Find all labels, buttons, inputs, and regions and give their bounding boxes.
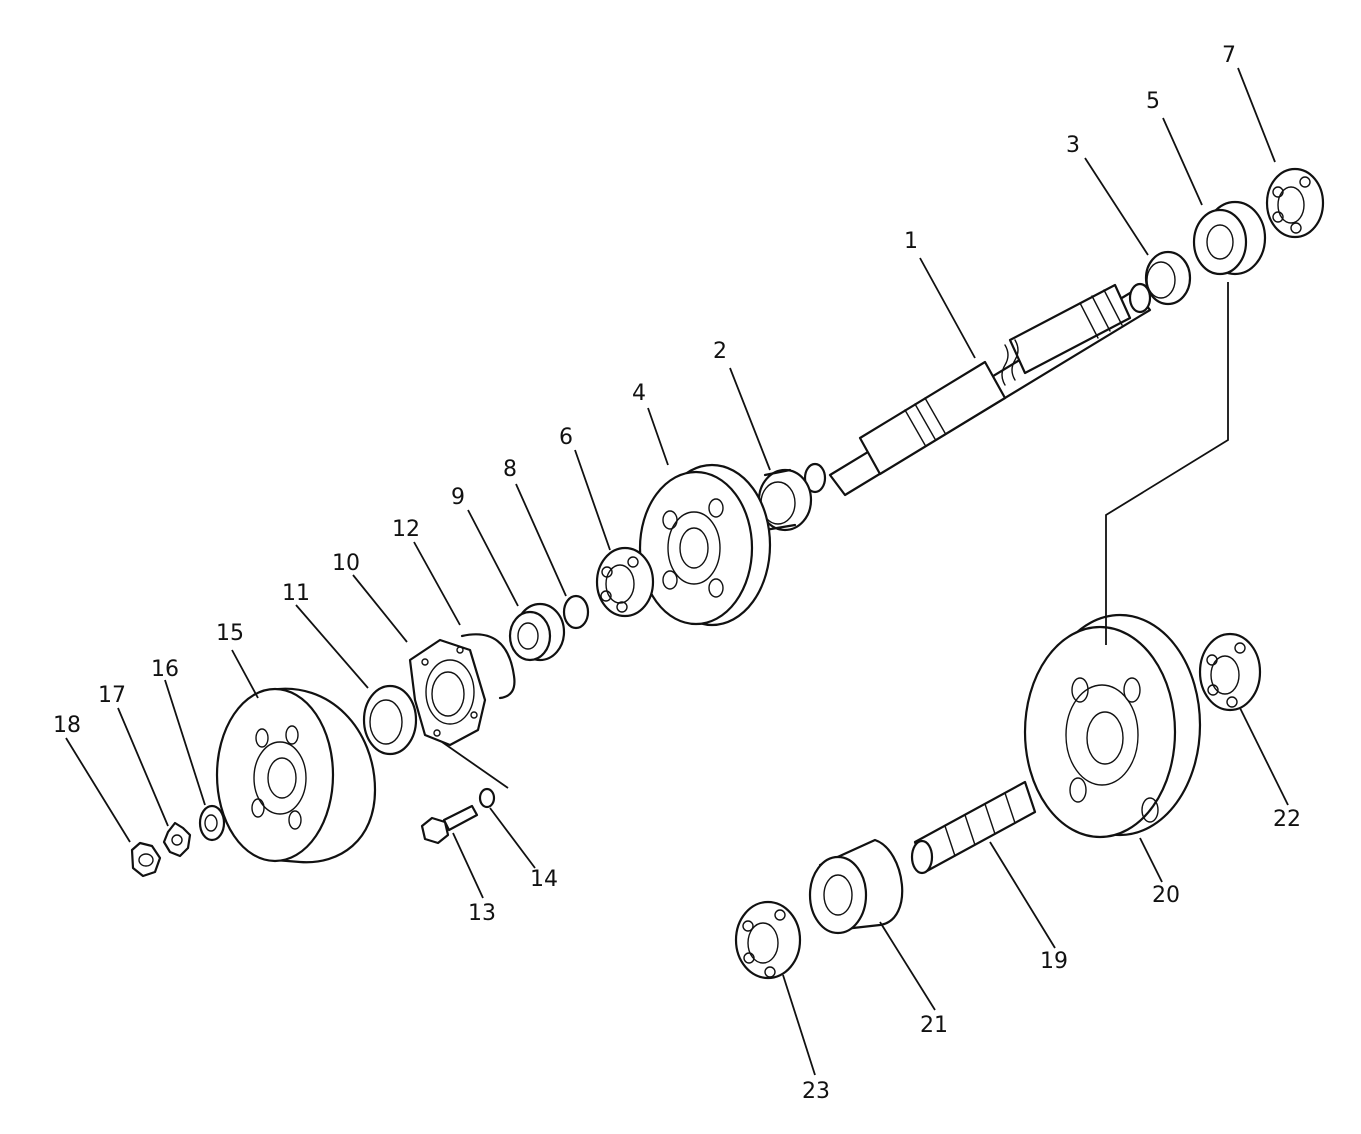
callout-20: 20	[1152, 883, 1180, 908]
part-3-bearing[interactable]	[1144, 250, 1192, 306]
part-11-seal[interactable]	[362, 684, 418, 756]
part-23-ball-bearing[interactable]	[734, 900, 802, 980]
callout-7: 7	[1222, 43, 1236, 68]
callout-18: 18	[53, 713, 81, 738]
part-18-nut[interactable]	[130, 841, 162, 878]
callout-4: 4	[632, 381, 646, 406]
part-7-ball-bearing[interactable]	[1265, 167, 1325, 239]
part-4-gear[interactable]	[638, 463, 772, 627]
callout-3: 3	[1066, 133, 1080, 158]
callout-16: 16	[151, 657, 179, 682]
part-13-bolt[interactable]	[420, 804, 479, 845]
callout-14: 14	[530, 867, 558, 892]
callout-11: 11	[282, 581, 310, 606]
part-12-snap-ring[interactable]	[460, 633, 516, 700]
part-1-shaft[interactable]	[803, 282, 1152, 497]
part-17-nut[interactable]	[162, 821, 192, 858]
callout-8: 8	[503, 457, 517, 482]
callout-21: 21	[920, 1013, 948, 1038]
assembly-connector-line	[1105, 282, 1229, 645]
callout-15: 15	[216, 621, 244, 646]
callout-12: 12	[392, 517, 420, 542]
part-14-washer[interactable]	[478, 787, 496, 809]
part-19-spline-shaft[interactable]	[910, 780, 1037, 875]
callout-6: 6	[559, 425, 573, 450]
part-15-hub[interactable]	[215, 687, 377, 864]
callout-10: 10	[332, 551, 360, 576]
part-22-ball-bearing[interactable]	[1198, 632, 1262, 712]
part-20-gear[interactable]	[1023, 613, 1202, 839]
part-8-o-ring[interactable]	[562, 594, 590, 630]
part-6-ball-bearing[interactable]	[595, 546, 655, 618]
callout-17: 17	[98, 683, 126, 708]
callout-labels: 1 2 3 4 5 6 7 8 9 10 11 12 13 14 15 16 1…	[53, 43, 1301, 1104]
leader-lines	[65, 67, 1289, 1076]
callout-23: 23	[802, 1079, 830, 1104]
part-5-bearing[interactable]	[1192, 200, 1267, 276]
callout-9: 9	[451, 485, 465, 510]
callout-22: 22	[1273, 807, 1301, 832]
part-9-bearing[interactable]	[508, 602, 566, 662]
part-21-bearing[interactable]	[808, 838, 904, 935]
callout-1: 1	[904, 229, 918, 254]
callout-13: 13	[468, 901, 496, 926]
callout-19: 19	[1040, 949, 1068, 974]
part-16-washer[interactable]	[198, 804, 226, 842]
part-10-cover[interactable]	[408, 638, 509, 789]
callout-5: 5	[1146, 89, 1160, 114]
callout-2: 2	[713, 339, 727, 364]
